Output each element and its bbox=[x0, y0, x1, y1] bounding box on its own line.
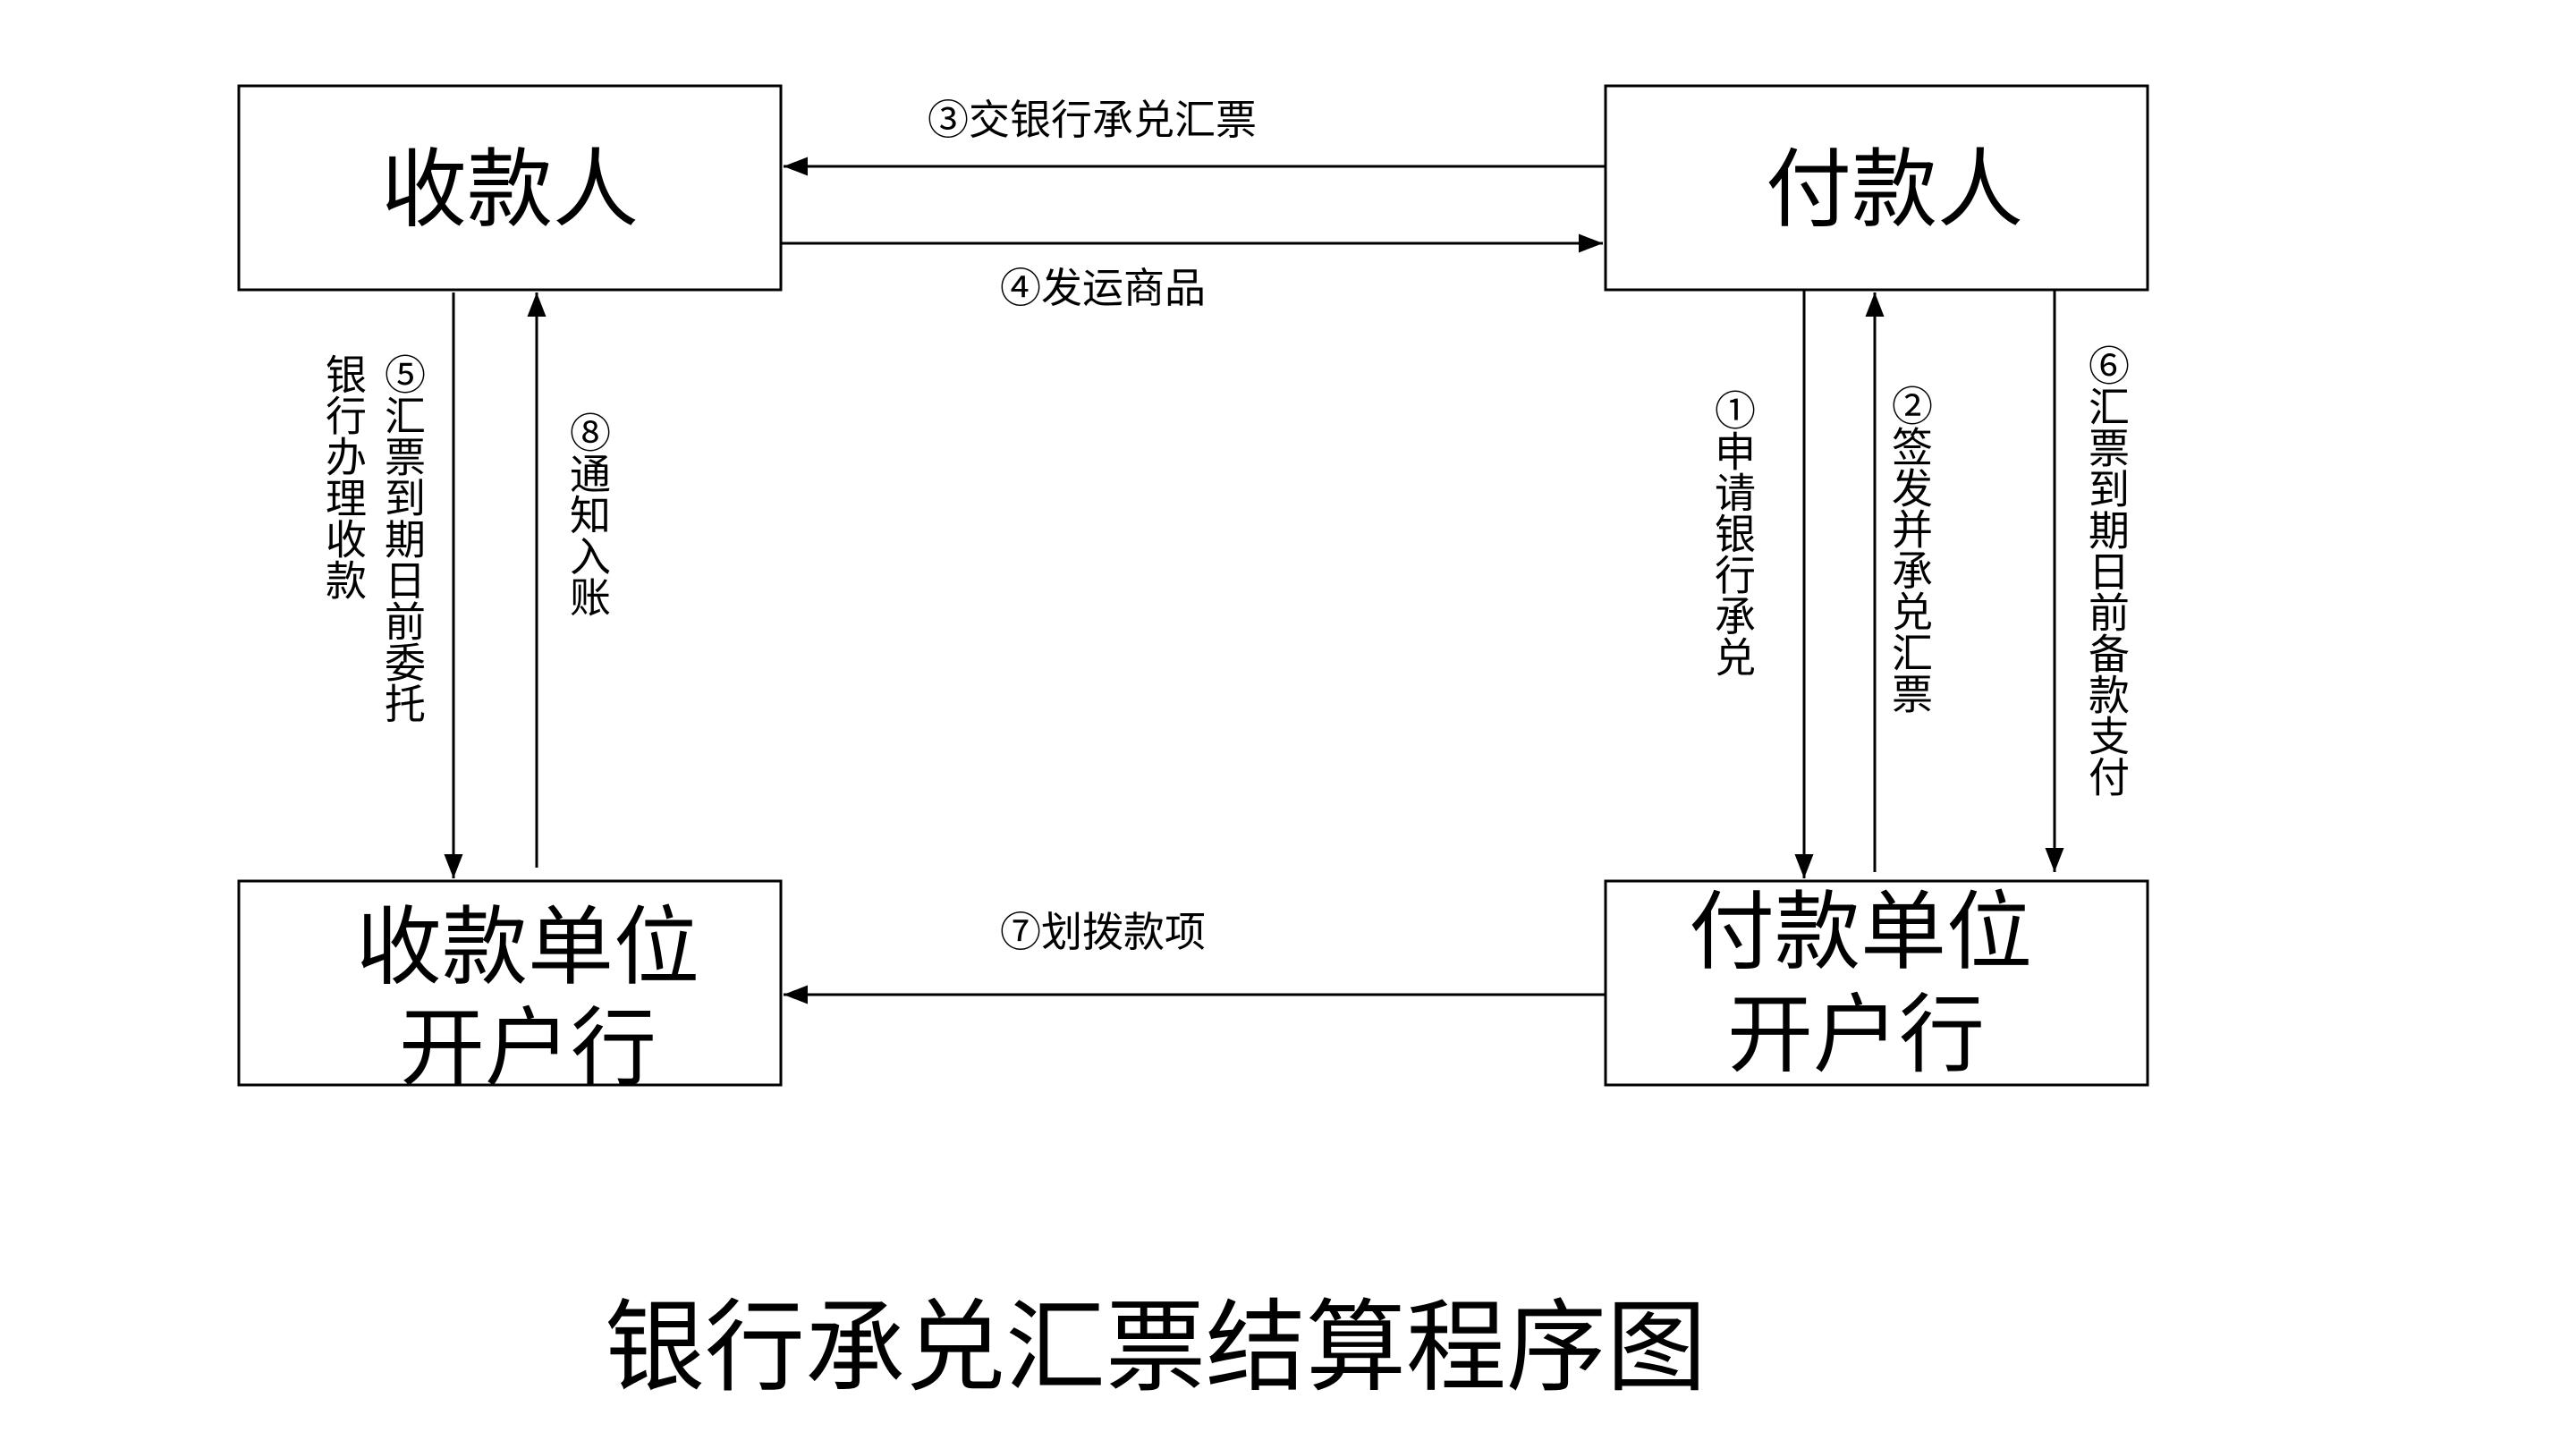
node-payer-bank-label-line2: 开户行 bbox=[1727, 985, 1985, 1085]
edge-step4-label: ④发运商品 bbox=[1000, 264, 1206, 312]
edge-step7-label: ⑦划拨款项 bbox=[1000, 908, 1206, 956]
node-payee-bank-label-line1: 收款单位 bbox=[356, 897, 699, 997]
node-payer-bank: 付款单位 开户行 bbox=[1604, 879, 2149, 1087]
node-payee-bank: 收款单位 开户行 bbox=[237, 879, 783, 1098]
node-payer-label: 付款人 bbox=[1766, 140, 2023, 240]
node-payer: 付款人 bbox=[1604, 84, 2149, 292]
node-payer-bank-label-line1: 付款单位 bbox=[1689, 882, 2032, 982]
diagram-title: 银行承兑汇票结算程序图 bbox=[605, 1290, 1707, 1406]
node-payee-label: 收款人 bbox=[381, 140, 639, 240]
edge-step8-label: ⑧通知入账 bbox=[564, 411, 612, 617]
edge-step5-label-b: 银行办理收款 bbox=[319, 353, 368, 600]
edge-step2-label: ②签发并承兑汇票 bbox=[1885, 385, 1934, 714]
edge-step5-label-a: ⑤汇票到期日前委托 bbox=[378, 353, 427, 724]
edge-step3-label: ③交银行承兑汇票 bbox=[928, 96, 1257, 144]
node-payee: 收款人 bbox=[237, 84, 783, 292]
edge-step1-label: ①申请银行承兑 bbox=[1708, 389, 1757, 677]
edge-step6-label: ⑥汇票到期日前备款支付 bbox=[2082, 344, 2131, 797]
node-payee-bank-label-line2: 开户行 bbox=[399, 998, 657, 1098]
